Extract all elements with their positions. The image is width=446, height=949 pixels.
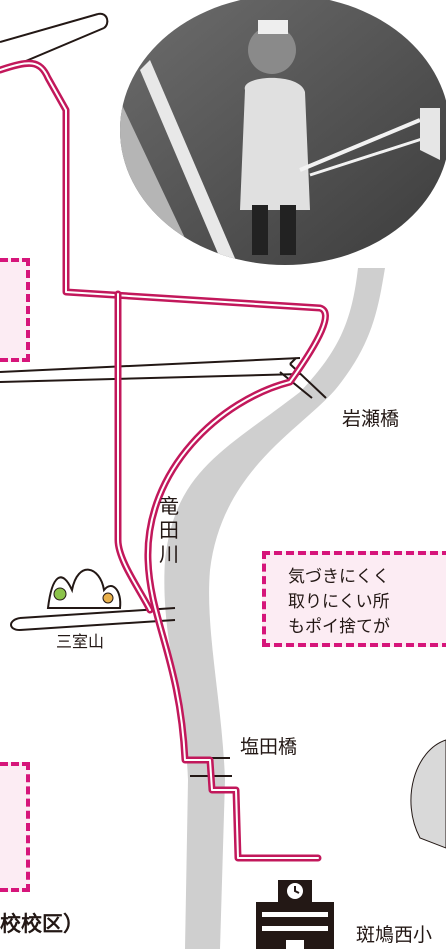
tatsuta-river	[164, 268, 385, 949]
district-label: 校校区）	[0, 912, 84, 936]
note-line: 取りにくい所	[288, 592, 390, 612]
mountain-icon	[46, 568, 122, 609]
mimuro-yama-label: 三室山	[56, 632, 105, 651]
note-line: もポイ捨てが	[288, 617, 390, 637]
shioda-bridge-label: 塩田橋	[240, 736, 298, 758]
school-label: 斑鳩西小	[356, 924, 433, 946]
river-label: 竜田川	[159, 494, 179, 566]
iwase-bridge-label: 岩瀬橋	[342, 408, 400, 430]
road-middle	[0, 357, 301, 383]
dashed-box-left-bottom	[0, 762, 30, 892]
note-line: 気づきにくく	[288, 567, 390, 587]
clock-icon	[287, 883, 303, 899]
photo-volunteer-picking-litter	[120, 0, 446, 265]
patrol-route	[0, 59, 329, 862]
warning-note-box: 気づきにくく 取りにくい所 もポイ捨てが	[262, 551, 446, 647]
dashed-box-left-top	[0, 258, 30, 362]
photo-partial	[410, 739, 446, 849]
